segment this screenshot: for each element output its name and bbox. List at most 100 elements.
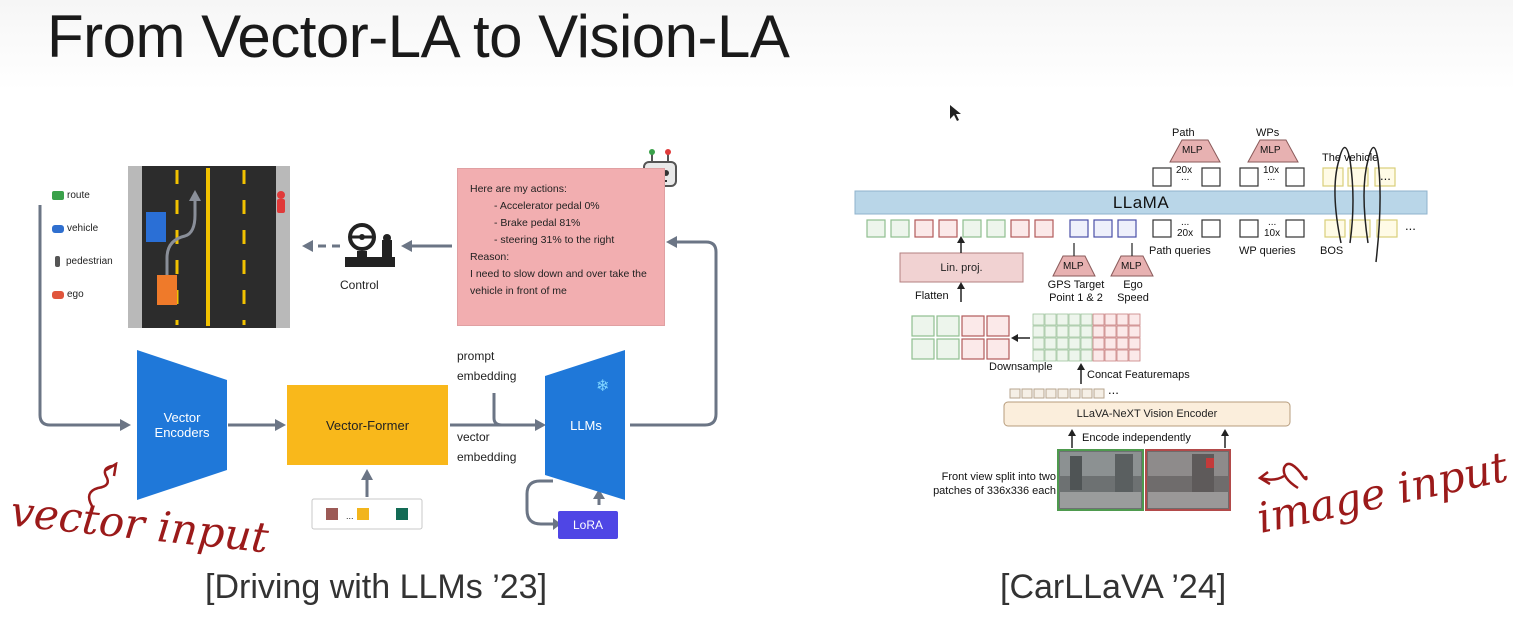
featuremap-cell: [1128, 349, 1141, 362]
lin-proj-block: [899, 252, 1024, 283]
vector-former-block: Vector-Former: [287, 385, 448, 465]
featuremap-cell: [1032, 313, 1045, 326]
featuremap-cell: [1056, 325, 1069, 338]
wps-ellipsis-top: ...: [1267, 172, 1276, 183]
path-ellipsis-top: ...: [1181, 172, 1190, 183]
vehicle-ellipsis-top: ...: [1380, 168, 1391, 183]
featuremap-cell: [1032, 349, 1045, 362]
featuremap-cell: [1128, 313, 1141, 326]
featuremap-cell: [1056, 337, 1069, 350]
downsample-label: Downsample: [989, 361, 1053, 373]
prompt-embedding-label: prompt embedding: [457, 349, 517, 383]
vector-encoders-block: [137, 350, 227, 500]
right-diagram-svg: [854, 105, 1428, 511]
speed-mlp: [1110, 255, 1154, 277]
path-count-bottom: 20x: [1177, 228, 1194, 239]
lin-proj-label: Lin. proj.: [940, 261, 983, 274]
path-ellipsis-bottom: ...: [1181, 217, 1190, 228]
featuremap-cell: [1104, 325, 1117, 338]
featuremap-cell: [1080, 325, 1093, 338]
path-queries-label: Path queries: [1149, 245, 1211, 257]
featuremap-cell: [1092, 313, 1105, 326]
wps-mlp: [1247, 139, 1299, 163]
wps-count-top: 10x: [1263, 165, 1280, 176]
llama-bar: [854, 190, 1428, 215]
vector-embedding-label: vector embedding: [457, 430, 517, 464]
lora-block: LoRA: [558, 511, 618, 539]
left-diagram-svg: ❄: [38, 149, 718, 530]
legend-vehicle: vehicle: [52, 223, 98, 234]
featuremap-cell: [1044, 337, 1057, 350]
featuremap-cell: [1116, 313, 1129, 326]
featuremap-cell: [1044, 325, 1057, 338]
featuremap-cell: [1032, 325, 1045, 338]
control-label: Control: [340, 278, 379, 292]
car-icon: [52, 224, 64, 233]
the-vehicle-label: The vehicle: [1322, 152, 1379, 164]
vision-encoder-block: [1003, 401, 1291, 427]
ego-vehicle: [157, 275, 177, 305]
vehicle-blue: [146, 212, 166, 242]
action-speech-bubble: Here are my actions: - Accelerator pedal…: [457, 168, 665, 326]
featuremap-cell: [1068, 349, 1081, 362]
featuremap-cell: [1104, 337, 1117, 350]
wp-queries-label: WP queries: [1239, 245, 1296, 257]
featuremap-cell: [1116, 349, 1129, 362]
wps-mlp-label: MLP: [1260, 145, 1281, 156]
featuremap-cell: [1068, 337, 1081, 350]
gps-target-label: GPS Target Point 1 & 2: [1047, 279, 1105, 304]
featuremap-cell: [1092, 325, 1105, 338]
vision-encoder-label: LLaVA-NeXT Vision Encoder: [1076, 408, 1218, 420]
path-mlp: [1169, 139, 1221, 163]
llama-label: LLaMA: [1112, 192, 1170, 212]
ego-car-icon: [52, 290, 64, 299]
featuremap-cell: [1056, 349, 1069, 362]
featuremap-cell: [1092, 337, 1105, 350]
legend-route: route: [52, 190, 90, 201]
featuremap-cell: [1116, 337, 1129, 350]
ego-speed-label: Ego Speed: [1117, 279, 1149, 304]
legend-ego: ego: [52, 289, 84, 300]
tokens-ellipsis: ...: [346, 511, 354, 521]
featuremap-cell: [1128, 337, 1141, 350]
gps-mlp-label: MLP: [1063, 261, 1084, 272]
pedestrian-icon: [55, 256, 60, 267]
featuremap-cell: [1068, 313, 1081, 326]
llms-label: LLMs: [570, 417, 602, 433]
left-annotation-arrow: [87, 462, 118, 507]
road-scene: [128, 166, 290, 328]
featuremap-cell: [1080, 337, 1093, 350]
route-icon: [52, 191, 64, 200]
encoder-tokens-ellipsis: ...: [1108, 382, 1119, 397]
path-count-top: 20x: [1176, 165, 1193, 176]
arrow-scene-to-encoder: [38, 205, 120, 427]
featuremap-cell: [1068, 325, 1081, 338]
featuremap-cell: [1032, 337, 1045, 350]
right-diagram: LLaMA Path WPs MLP MLP 20x ... 10x ... .…: [760, 0, 1513, 643]
concat-featuremaps-label: Concat Featuremaps: [1087, 369, 1190, 381]
featuremap-cell: [1080, 349, 1093, 362]
featuremap-cell: [1080, 313, 1093, 326]
speed-mlp-label: MLP: [1121, 261, 1142, 272]
featuremap-cell: [1128, 325, 1141, 338]
featuremap-cell: [1056, 313, 1069, 326]
featuremap-cell: [1092, 349, 1105, 362]
slide-title: From Vector-LA to Vision-LA: [47, 3, 790, 70]
wps-count-bottom: 10x: [1264, 228, 1281, 239]
concat-featuremap-grid: [1032, 313, 1141, 362]
snowflake-icon: ❄: [596, 378, 609, 395]
vector-encoders-label: Vector Encoders: [154, 410, 210, 440]
vehicle-ellipsis-bottom: ...: [1405, 218, 1416, 233]
right-caption: [CarLLaVA ’24]: [1000, 568, 1227, 606]
pedestrian-marker: [277, 191, 285, 199]
featuremap-cell: [1104, 313, 1117, 326]
front-view-image-right: [1145, 449, 1231, 511]
path-mlp-label: MLP: [1182, 145, 1203, 156]
wps-ellipsis-bottom: ...: [1268, 217, 1277, 228]
left-diagram: route vehicle pedestrian ego: [8, 149, 718, 606]
featuremap-cell: [1116, 325, 1129, 338]
featuremap-cell: [1104, 349, 1117, 362]
left-caption: [Driving with LLMs ’23]: [205, 568, 548, 606]
wps-label: WPs: [1256, 127, 1280, 139]
encode-independently-label: Encode independently: [1082, 432, 1191, 444]
